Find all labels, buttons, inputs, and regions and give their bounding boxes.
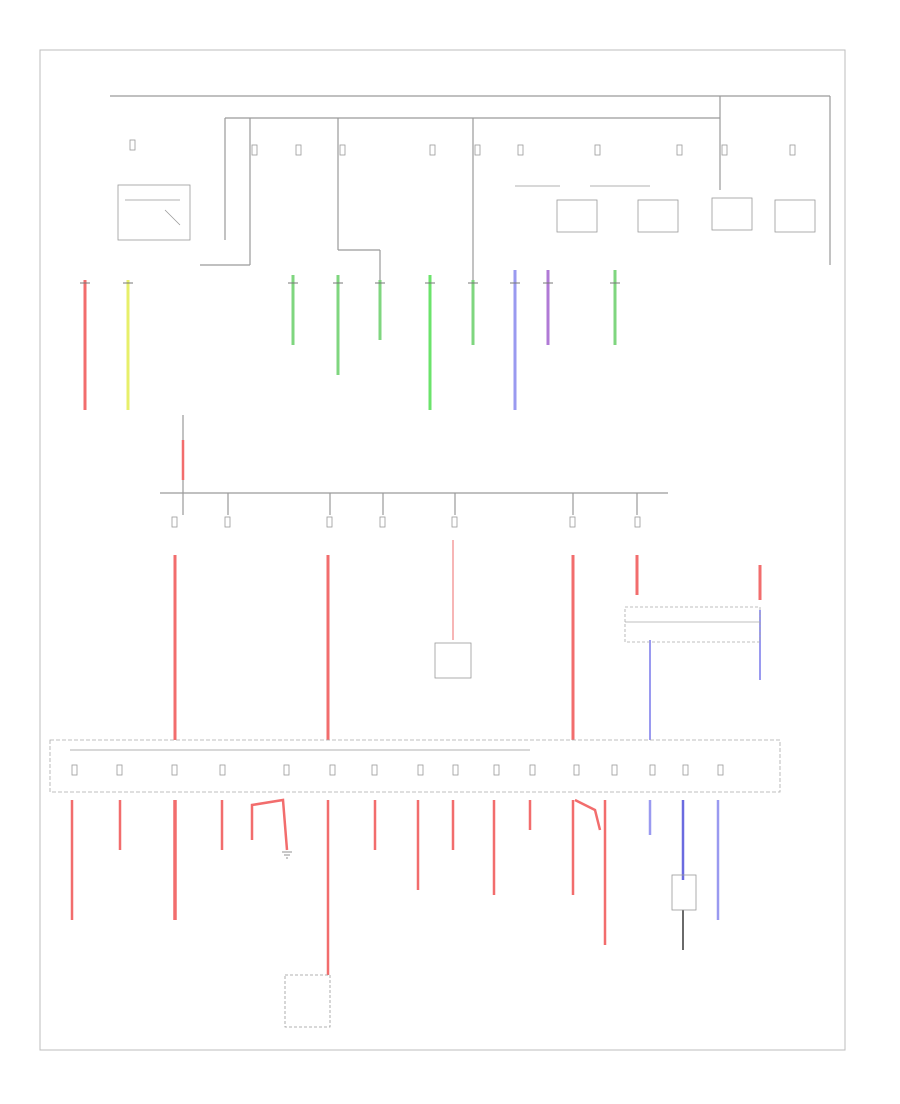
fuse-icon [371, 764, 378, 776]
fuse-icon [224, 516, 231, 528]
fuse-icon [129, 139, 136, 151]
wire-red [574, 798, 602, 831]
fuse-icon [451, 516, 458, 528]
connector-icon [624, 606, 761, 643]
fuse-icon [474, 144, 481, 156]
fuse-icon [573, 764, 580, 776]
fuse-icon [171, 516, 178, 528]
relay-icon [671, 874, 697, 911]
fuse-icon [789, 144, 796, 156]
lower-fuse-block [49, 739, 781, 793]
middle-power-bus [160, 415, 668, 515]
fuse-icon [116, 764, 123, 776]
fuse-icon [682, 764, 689, 776]
fuse-icon [649, 764, 656, 776]
fuse-icon [493, 764, 500, 776]
diagram-border [39, 49, 846, 1051]
middle-fuse-row [171, 516, 641, 528]
top-power-bus [110, 95, 831, 280]
top-fuse-row [129, 139, 796, 156]
fuse-icon [429, 144, 436, 156]
lower-wires [70, 798, 720, 975]
fuse-icon [517, 144, 524, 156]
fuse-icon [529, 764, 536, 776]
wire-red [250, 798, 289, 851]
fuse-icon [594, 144, 601, 156]
fuse-icon [452, 764, 459, 776]
lower-fuse-row [71, 764, 724, 776]
fuse-icon [171, 764, 178, 776]
fuse-icon [339, 144, 346, 156]
relay-icon [556, 199, 598, 233]
fuse-icon [611, 764, 618, 776]
fuse-icon [676, 144, 683, 156]
fuse-icon [379, 516, 386, 528]
relay-icon [117, 184, 191, 241]
fuse-icon [326, 516, 333, 528]
fuse-icon [329, 764, 336, 776]
fuse-icon [634, 516, 641, 528]
relay-icon [711, 197, 753, 231]
relay-icon [774, 199, 816, 233]
top-wires [83, 270, 617, 410]
fuse-icon [283, 764, 290, 776]
fuse-icon [417, 764, 424, 776]
lower-components [284, 874, 697, 1028]
fuse-icon [295, 144, 302, 156]
relay-icon [637, 199, 679, 233]
top-relay-boxes [515, 185, 816, 233]
fuse-icon [721, 144, 728, 156]
fuse-icon [717, 764, 724, 776]
fuse-icon [569, 516, 576, 528]
fuse-icon [219, 764, 226, 776]
connector-icon [284, 974, 331, 1028]
middle-wires [173, 540, 762, 740]
fuse-icon [251, 144, 258, 156]
ground-icon [282, 851, 292, 859]
relay-icon [434, 642, 472, 679]
fuse-icon [71, 764, 78, 776]
